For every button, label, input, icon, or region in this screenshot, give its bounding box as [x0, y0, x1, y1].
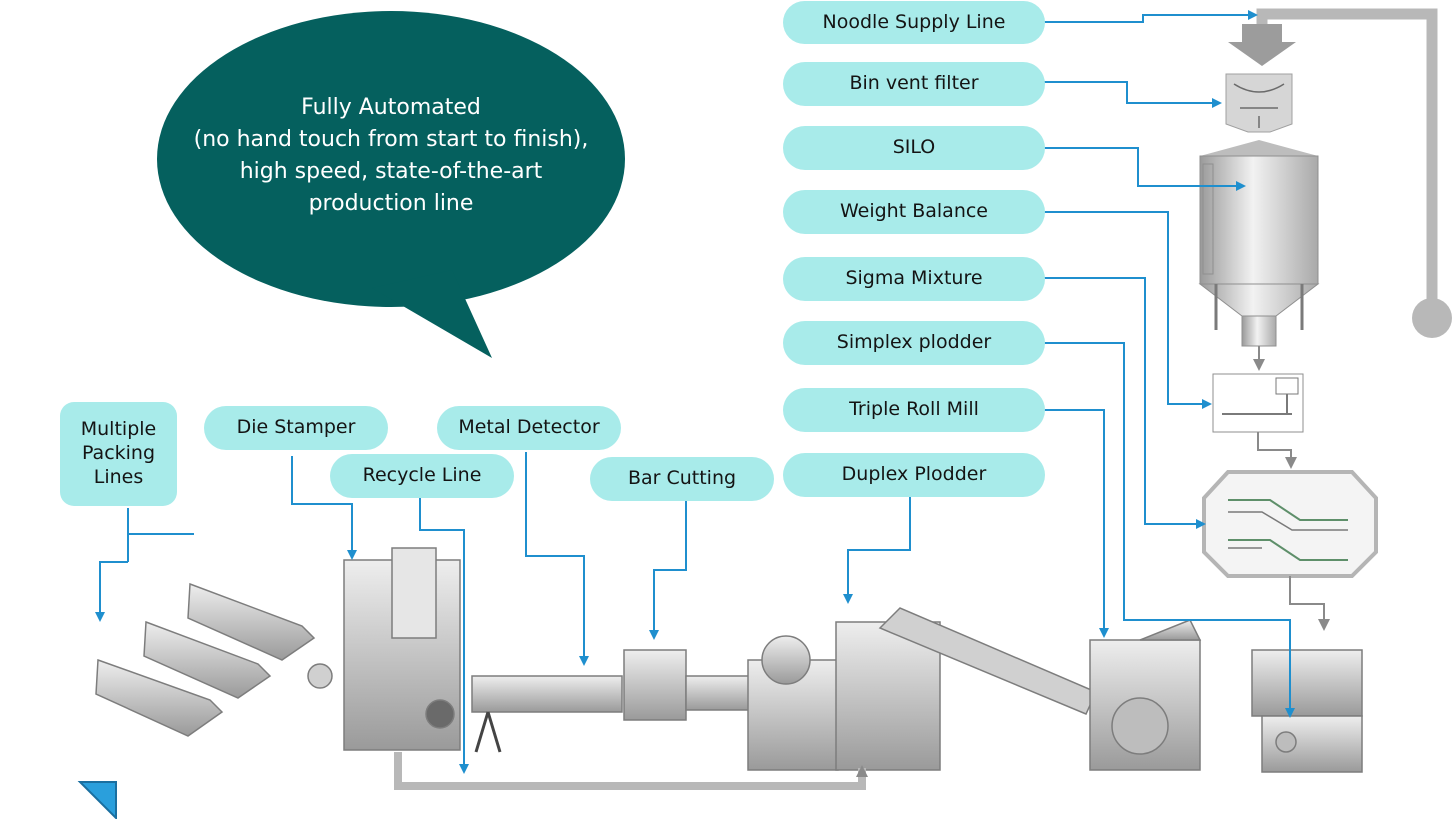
label-die-stamper: Die Stamper	[204, 406, 388, 450]
bubble-text: Fully Automated (no hand touch from star…	[162, 92, 620, 220]
label-bar-cutting: Bar Cutting	[590, 457, 774, 501]
label-metal-detector: Metal Detector	[437, 406, 621, 450]
label-triple-roll-mill: Triple Roll Mill	[783, 388, 1045, 432]
speech-bubble	[157, 11, 625, 358]
noodle-supply-pipe	[1228, 8, 1452, 338]
bubble-line-2: (no hand touch from start to finish),	[193, 127, 589, 152]
recycle-pipe	[394, 752, 868, 790]
triangle-marker-icon	[77, 781, 117, 819]
label-multiple-packing-lines: Multiple Packing Lines	[60, 402, 177, 506]
connector-arrows	[95, 10, 1295, 774]
label-sigma-mixture: Sigma Mixture	[783, 257, 1045, 301]
bubble-line-3: high speed, state-of-the-art	[239, 159, 543, 184]
sigma-mixer-unit	[1202, 470, 1378, 631]
silo-unit	[1198, 140, 1320, 371]
bubble-line-4: production line	[308, 191, 474, 216]
label-recycle-line: Recycle Line	[330, 454, 514, 498]
label-simplex-plodder: Simplex plodder	[783, 321, 1045, 365]
bubble-line-1: Fully Automated	[301, 95, 481, 120]
label-bin-vent-filter: Bin vent filter	[783, 62, 1045, 106]
label-weight-balance: Weight Balance	[783, 190, 1045, 234]
label-duplex-plodder: Duplex Plodder	[783, 453, 1045, 497]
weight-balance-unit	[1212, 373, 1304, 469]
label-silo: SILO	[783, 126, 1045, 170]
pipe-down-arrow-icon	[1228, 24, 1296, 66]
label-noodle-supply-line: Noodle Supply Line	[783, 1, 1045, 44]
bin-vent-filter-unit	[1225, 73, 1293, 133]
machinery	[95, 547, 1363, 773]
